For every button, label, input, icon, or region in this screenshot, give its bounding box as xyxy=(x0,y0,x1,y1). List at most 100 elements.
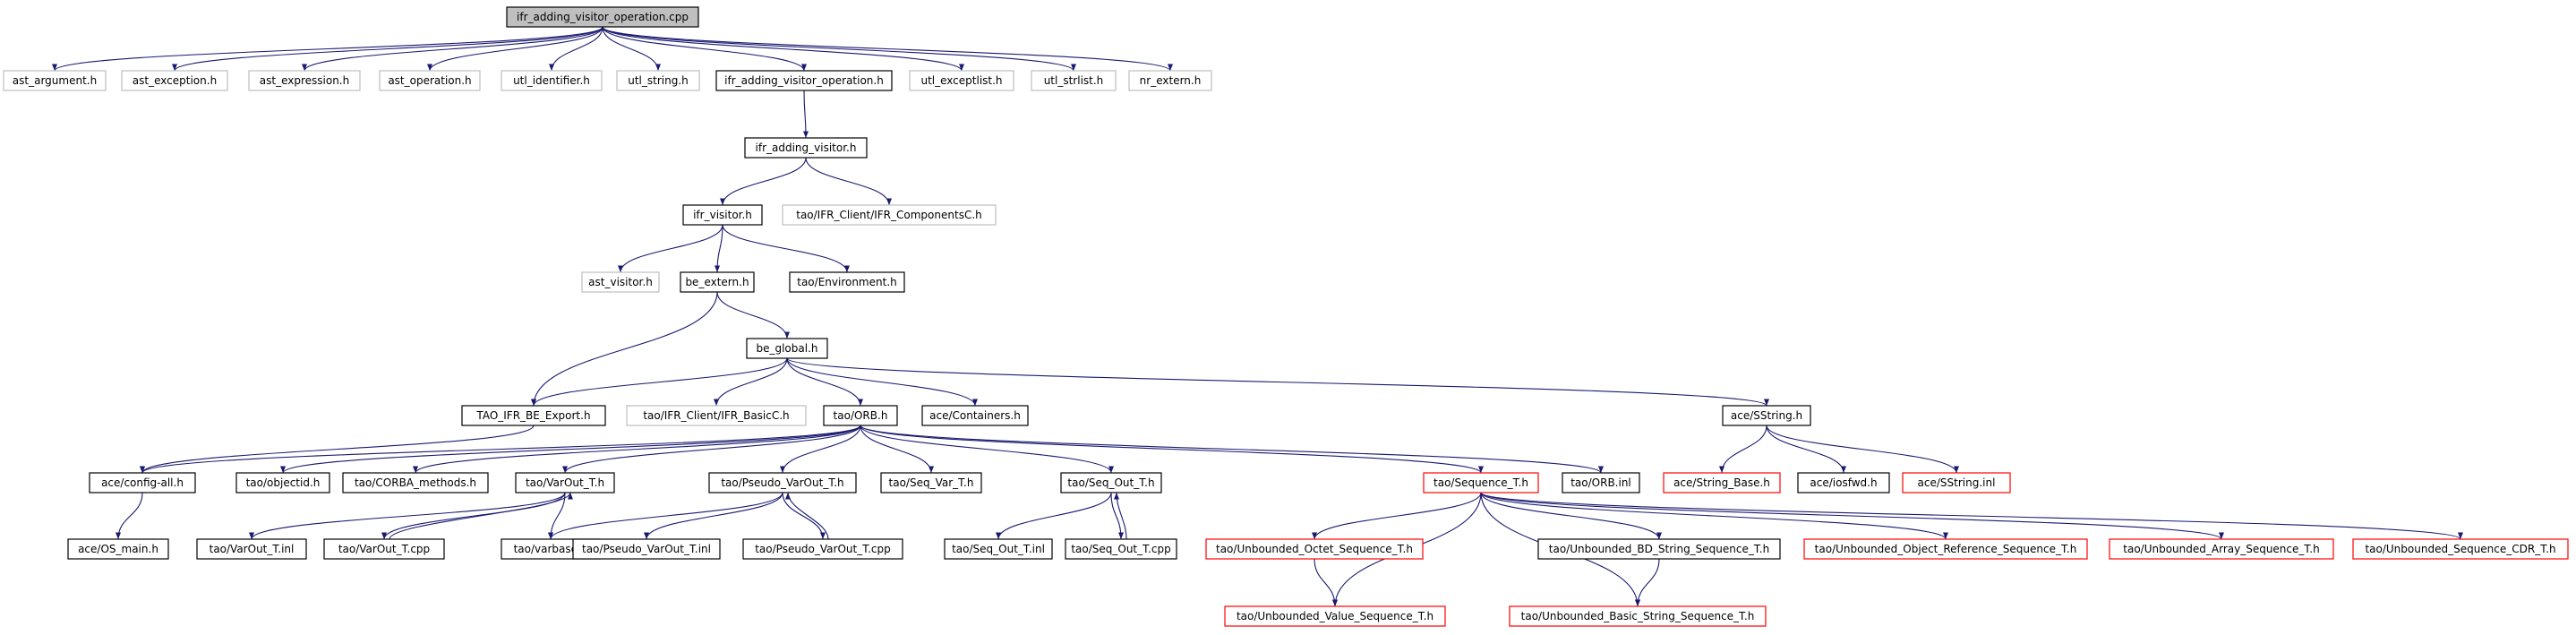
node-box xyxy=(248,70,361,91)
node-ifr-adding-visitor-operation-h[interactable]: ifr_adding_visitor_operation.h xyxy=(715,70,893,91)
edge-varout-h-to-varbase xyxy=(547,492,566,540)
node-ast-operation-h[interactable]: ast_operation.h xyxy=(379,70,481,91)
node-label: tao/Pseudo_VarOut_T.cpp xyxy=(755,543,891,555)
node-tao-environment-h[interactable]: tao/Environment.h xyxy=(789,271,905,293)
node-ace-os-main-h[interactable]: ace/OS_main.h xyxy=(67,538,169,560)
node-tao-ifr-be-export-h[interactable]: TAO_IFR_BE_Export.h xyxy=(461,405,606,426)
node-tao-varout-t-inl[interactable]: tao/VarOut_T.inl xyxy=(196,538,307,560)
node-tao-seq-out-t-cpp[interactable]: tao/Seq_Out_T.cpp xyxy=(1065,538,1177,560)
node-tao-orb-h[interactable]: tao/ORB.h xyxy=(823,405,898,426)
node-tao-unbounded-basic-string-sequence-t-h[interactable]: tao/Unbounded_Basic_String_Sequence_T.h xyxy=(1509,605,1767,627)
node-tao-ifr-client-ifr-basicc-h[interactable]: tao/IFR_Client/IFR_BasicC.h xyxy=(626,405,807,426)
node-tao-seq-out-t-h[interactable]: tao/Seq_Out_T.h xyxy=(1060,472,1162,493)
node-box xyxy=(708,472,857,493)
node-tao-pseudo-varout-t-inl[interactable]: tao/Pseudo_VarOut_T.inl xyxy=(572,538,721,560)
node-label: ifr_adding_visitor_operation.h xyxy=(724,74,884,87)
node-ifr-adding-visitor-h[interactable]: ifr_adding_visitor.h xyxy=(744,137,868,159)
node-utl-string-h[interactable]: utl_string.h xyxy=(616,70,700,91)
node-utl-identifier-h[interactable]: utl_identifier.h xyxy=(501,70,603,91)
node-utl-strlist-h[interactable]: utl_strlist.h xyxy=(1031,70,1117,91)
node-tao-varout-t-cpp[interactable]: tao/VarOut_T.cpp xyxy=(323,538,445,560)
node-tao-objectid-h[interactable]: tao/objectid.h xyxy=(235,472,330,493)
node-be-extern-h[interactable]: be_extern.h xyxy=(680,271,755,293)
node-label: ast_exception.h xyxy=(133,74,217,87)
edge-be-global-to-ifr-basicc xyxy=(713,357,788,407)
node-box xyxy=(909,70,1014,91)
node-ace-sstring-h[interactable]: ace/SString.h xyxy=(1722,405,1811,426)
node-tao-unbounded-value-sequence-t-h[interactable]: tao/Unbounded_Value_Sequence_T.h xyxy=(1224,605,1446,627)
node-tao-unbounded-array-sequence-t-h[interactable]: tao/Unbounded_Array_Sequence_T.h xyxy=(2109,538,2334,560)
node-tao-unbounded-octet-sequence-t-h[interactable]: tao/Unbounded_Octet_Sequence_T.h xyxy=(1205,538,1424,560)
node-box xyxy=(1060,472,1162,493)
edge-seq-out-h-to-seq-out-inl xyxy=(995,492,1112,540)
node-tao-seq-var-t-h[interactable]: tao/Seq_Var_T.h xyxy=(880,472,982,493)
node-tao-orb-inl[interactable]: tao/ORB.inl xyxy=(1562,472,1640,493)
edge-sequence-t-to-unb-cdr xyxy=(1480,492,2463,540)
node-label: ace/SString.h xyxy=(1731,409,1802,422)
edge-be-extern-to-be-global xyxy=(716,291,791,339)
node-label: tao/Unbounded_Basic_String_Sequence_T.h xyxy=(1521,610,1755,622)
node-box xyxy=(196,538,307,560)
edge-orb-h-to-corba-methods xyxy=(413,425,861,474)
node-tao-unbounded-sequence-cdr-t-h[interactable]: tao/Unbounded_Sequence_CDR_T.h xyxy=(2352,538,2569,560)
node-label: ace/Containers.h xyxy=(929,409,1021,422)
node-box xyxy=(379,70,481,91)
node-tao-sequence-t-h[interactable]: tao/Sequence_T.h xyxy=(1423,472,1539,493)
node-ast-visitor-h[interactable]: ast_visitor.h xyxy=(581,271,660,293)
node-box xyxy=(1065,538,1177,560)
node-ast-expression-h[interactable]: ast_expression.h xyxy=(248,70,361,91)
node-tao-varout-t-h[interactable]: tao/VarOut_T.h xyxy=(515,472,615,493)
node-label: utl_exceptlist.h xyxy=(920,74,1002,87)
node-nr-extern-h[interactable]: nr_extern.h xyxy=(1128,70,1212,91)
edge-orb-h-to-seq-out-h xyxy=(860,425,1114,474)
node-box xyxy=(461,405,606,426)
node-utl-exceptlist-h[interactable]: utl_exceptlist.h xyxy=(909,70,1014,91)
node-box xyxy=(682,204,763,226)
node-box xyxy=(616,70,700,91)
node-tao-pseudo-varout-t-cpp[interactable]: tao/Pseudo_VarOut_T.cpp xyxy=(742,538,903,560)
node-label: ace/SString.inl xyxy=(1918,476,1996,489)
node-ace-config-all-h[interactable]: ace/config-all.h xyxy=(89,472,196,493)
node-box xyxy=(1722,405,1811,426)
node-be-global-h[interactable]: be_global.h xyxy=(746,338,828,359)
node-label: TAO_IFR_BE_Export.h xyxy=(475,409,590,422)
node-box xyxy=(1224,605,1446,627)
node-box xyxy=(1423,472,1539,493)
edge-varout-h-to-varout-cpp xyxy=(381,492,566,540)
node-box xyxy=(626,405,807,426)
node-ace-string-base-h[interactable]: ace/String_Base.h xyxy=(1663,472,1781,493)
node-ifr-adding-visitor-operation-cpp[interactable]: ifr_adding_visitor_operation.cpp xyxy=(506,6,699,28)
edge-orb-h-to-pseudo-varout-h xyxy=(779,425,861,474)
node-tao-ifr-client-ifr-componentsc-h[interactable]: tao/IFR_Client/IFR_ComponentsC.h xyxy=(782,204,997,226)
node-box xyxy=(1509,605,1767,627)
node-label: ifr_visitor.h xyxy=(693,209,752,221)
node-box xyxy=(506,6,699,28)
edge-seq-out-cpp-to-seq-out-h xyxy=(1113,492,1127,540)
node-label: ast_visitor.h xyxy=(588,276,653,288)
node-tao-seq-out-t-inl[interactable]: tao/Seq_Out_T.inl xyxy=(944,538,1053,560)
node-ace-containers-h[interactable]: ace/Containers.h xyxy=(921,405,1029,426)
edge-pseudo-varout-h-to-varbase xyxy=(547,492,783,540)
node-ast-exception-h[interactable]: ast_exception.h xyxy=(121,70,228,91)
node-label: utl_identifier.h xyxy=(513,74,590,87)
node-tao-corba-methods-h[interactable]: tao/CORBA_methods.h xyxy=(342,472,489,493)
edge-sstring-h-to-string-base xyxy=(1718,425,1767,474)
node-label: tao/Unbounded_Array_Sequence_T.h xyxy=(2123,543,2319,555)
edge-config-all-to-os-main xyxy=(115,492,143,540)
edge-be-global-to-sstring-h xyxy=(786,357,1769,407)
node-ifr-visitor-h[interactable]: ifr_visitor.h xyxy=(682,204,763,226)
edge-orb-h-to-config-all xyxy=(140,425,861,474)
node-label: tao/VarOut_T.h xyxy=(526,476,604,489)
node-box xyxy=(680,271,755,293)
node-ast-argument-h[interactable]: ast_argument.h xyxy=(3,70,107,91)
node-label: tao/Unbounded_Object_Reference_Sequence_… xyxy=(1815,543,2077,555)
node-tao-unbounded-object-reference-sequence-t-h[interactable]: tao/Unbounded_Object_Reference_Sequence_… xyxy=(1803,538,2088,560)
node-label: ast_operation.h xyxy=(388,74,471,87)
node-tao-unbounded-bd-string-sequence-t-h[interactable]: tao/Unbounded_BD_String_Sequence_T.h xyxy=(1537,538,1781,560)
edge-tao-ifr-be-export-to-config-all xyxy=(140,425,535,474)
node-ace-iosfwd-h[interactable]: ace/iosfwd.h xyxy=(1797,472,1890,493)
edge-root-to-utl-identifier xyxy=(548,26,603,72)
node-tao-pseudo-varout-t-h[interactable]: tao/Pseudo_VarOut_T.h xyxy=(708,472,857,493)
node-box xyxy=(342,472,489,493)
node-ace-sstring-inl[interactable]: ace/SString.inl xyxy=(1902,472,2011,493)
